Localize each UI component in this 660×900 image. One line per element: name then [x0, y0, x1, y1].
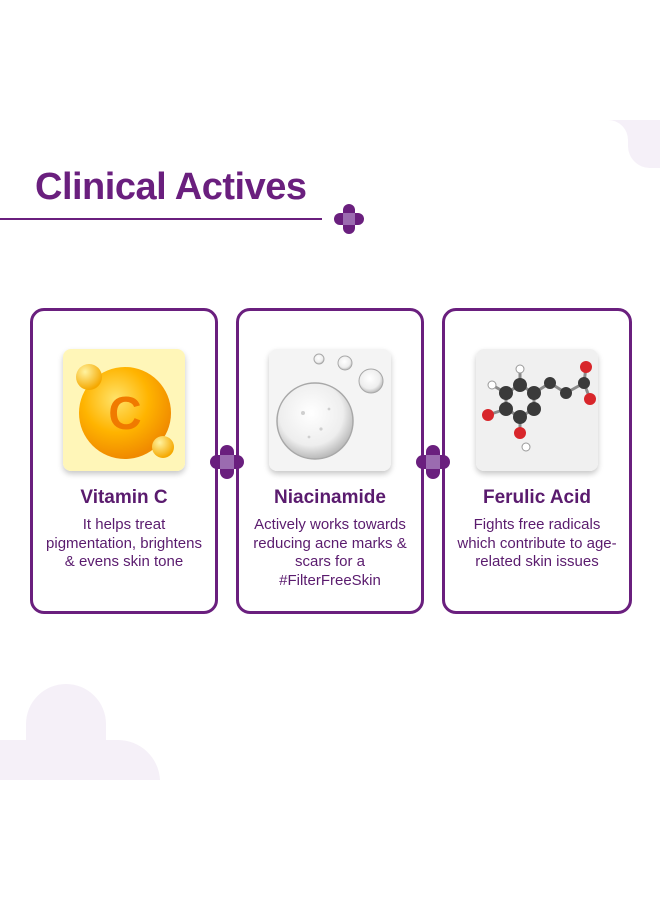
serum-drop-icon — [269, 349, 391, 471]
card-description: Actively works towards reducing acne mar… — [253, 516, 407, 589]
vitamin-c-icon: C — [63, 349, 185, 471]
molecule-icon — [476, 349, 598, 471]
page-title: Clinical Actives — [35, 166, 307, 208]
active-card-ferulic-acid: Ferulic Acid Fights free radicals which … — [442, 308, 632, 614]
decorative-cloud-shape — [0, 684, 160, 780]
title-underline — [0, 218, 322, 220]
svg-text:C: C — [108, 387, 141, 439]
card-title: Niacinamide — [274, 487, 386, 508]
card-description: It helps treat pigmentation, brightens &… — [46, 516, 202, 570]
plus-icon — [334, 204, 364, 234]
active-card-vitamin-c: C Vitamin C It helps treat pigmentation,… — [30, 308, 218, 614]
plus-connector-icon — [416, 445, 450, 479]
active-card-niacinamide: Niacinamide Actively works towards reduc… — [236, 308, 424, 614]
decorative-cloud-shape — [598, 120, 660, 168]
card-description: Fights free radicals which contribute to… — [457, 516, 617, 570]
card-title: Ferulic Acid — [482, 487, 592, 508]
card-title: Vitamin C — [80, 487, 168, 508]
plus-connector-icon — [210, 445, 244, 479]
